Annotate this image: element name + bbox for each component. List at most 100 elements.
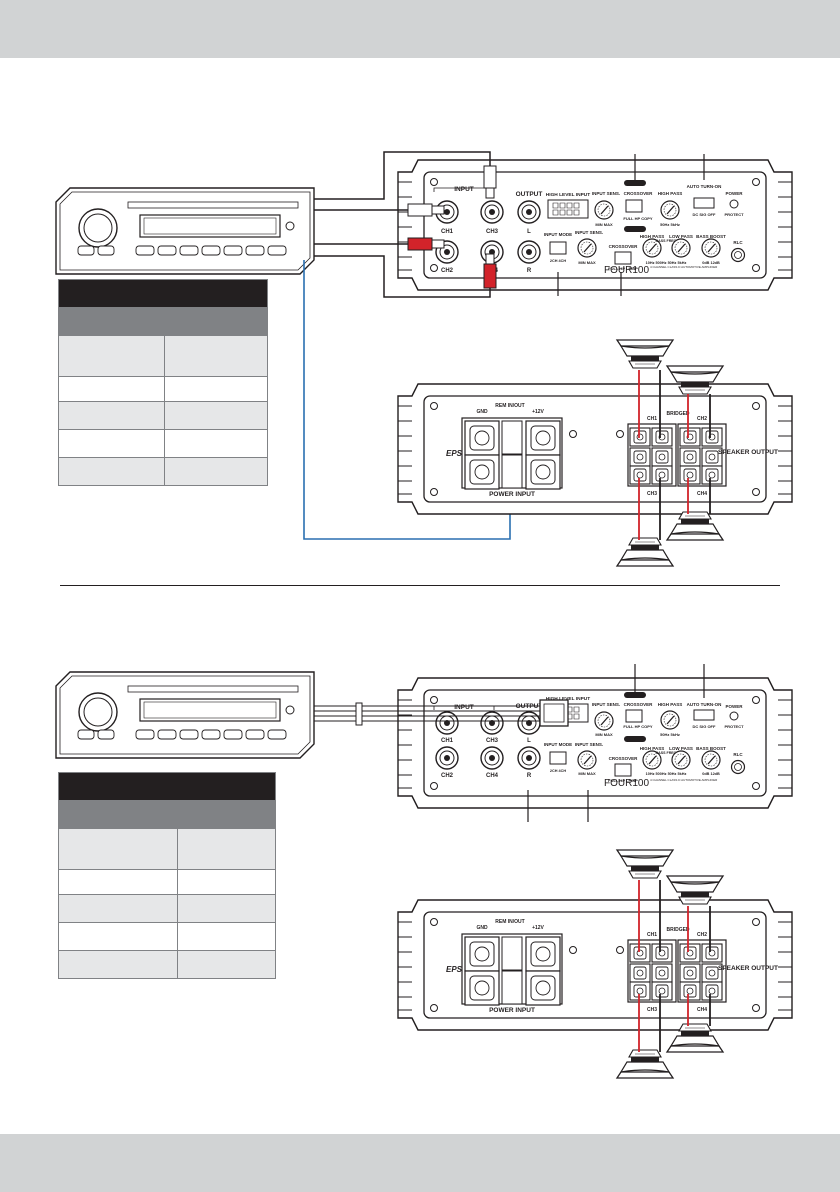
v12-terminal[interactable] [525, 420, 561, 456]
v12-terminal-2[interactable] [525, 454, 561, 490]
table-subheader-cell [164, 307, 268, 336]
ch2-label: CH2 [441, 773, 454, 779]
input-sens-label: INPUT SENS. [575, 230, 603, 235]
crossover-switch[interactable] [625, 199, 643, 213]
v12-terminal[interactable] [525, 936, 561, 972]
section-1: INPUT CH1 CH3 CH2 CH4 OUTPUT L R HIGH LE… [55, 151, 793, 567]
high-level-harness [314, 699, 569, 727]
min-max-label: MIN MAX [578, 771, 596, 776]
table-cell [58, 401, 165, 430]
rca-output-l[interactable] [517, 711, 541, 735]
rlc-label: RLC [733, 240, 743, 245]
crossover-switch[interactable] [625, 709, 643, 723]
table-cell [164, 401, 268, 430]
bridged-label: BRIDGED [666, 411, 689, 417]
input-mode-label: INPUT MODE [544, 232, 572, 237]
rca-output-r[interactable] [517, 240, 541, 264]
gnd-terminal-2[interactable] [464, 454, 500, 490]
input-sens-knob-lower[interactable] [577, 238, 597, 258]
input-sens-knob-upper[interactable] [594, 711, 614, 731]
rca-jack-ch3[interactable] [480, 711, 504, 735]
speaker-terminal-block[interactable] [627, 423, 727, 487]
auto-turn-on-label: AUTO TURN-ON [687, 184, 722, 189]
ch1-label: CH1 [441, 229, 454, 235]
input-mode-opts-label: 2CH 4CH [550, 769, 567, 773]
table-subheader-cell [58, 800, 178, 829]
rem-terminal[interactable] [501, 936, 523, 971]
rca-jack-ch1[interactable] [435, 711, 459, 735]
rca-plug [407, 203, 433, 217]
crossover-switch-2[interactable] [614, 251, 632, 265]
auto-modes-label: DC SIG OFF [693, 724, 716, 729]
gnd-terminal[interactable] [464, 420, 500, 456]
speakers-1 [616, 339, 724, 567]
rlc-port[interactable] [730, 247, 746, 263]
bridged-label: BRIDGED [666, 927, 689, 933]
speaker-terminal-block[interactable] [627, 939, 727, 1003]
head-unit [55, 671, 315, 759]
v12-terminal-2[interactable] [525, 970, 561, 1006]
high-pass-label: HIGH PASS [658, 702, 682, 707]
input-mode-switch[interactable] [549, 751, 567, 765]
speaker-icon [616, 849, 674, 879]
auto-turn-on-switch[interactable] [693, 709, 715, 721]
low-pass-knob[interactable] [671, 238, 691, 258]
input-sens-knob-lower[interactable] [577, 750, 597, 770]
rca-jack-ch4[interactable] [480, 746, 504, 770]
speaker-ch3-label: CH3 [647, 1007, 657, 1013]
table-cell [164, 376, 268, 402]
rlc-port[interactable] [730, 759, 746, 775]
rca-plug [483, 165, 497, 189]
badge [624, 692, 646, 698]
low-pass-knob[interactable] [671, 750, 691, 770]
table-cell [58, 922, 178, 951]
hp-range-label: 50Hz 5kHz [660, 222, 680, 227]
high-pass-knob[interactable] [660, 710, 680, 730]
protect-label: PROTECT [724, 212, 744, 217]
table-cell [177, 894, 276, 923]
bass-boost-knob[interactable] [701, 750, 721, 770]
crossover-label: CROSSOVER [609, 244, 639, 249]
crossover-label: CROSSOVER [624, 191, 654, 196]
speaker-output-label: SPEAKER OUTPUT [718, 965, 778, 972]
input-mode-switch[interactable] [549, 241, 567, 255]
bass-boost-knob[interactable] [701, 238, 721, 258]
high-pass-knob[interactable] [660, 200, 680, 220]
amplifier-bottom-panel: GND REM IN/OUT +12V POWER INPUT EPS BRID… [397, 383, 793, 515]
brand-logo: EPS [446, 449, 463, 458]
gnd-terminal[interactable] [464, 936, 500, 972]
rca-output-l[interactable] [517, 200, 541, 224]
v12-label: +12V [532, 409, 544, 415]
gnd-label: GND [476, 409, 488, 415]
power-input-label: POWER INPUT [489, 1007, 535, 1014]
speaker-icon [616, 537, 674, 567]
high-pass-label: HIGH PASS [640, 234, 664, 239]
auto-modes-label: DC SIG OFF [693, 212, 716, 217]
bass-boost-label: BASS BOOST [696, 746, 726, 751]
high-level-input-connector[interactable] [547, 199, 589, 219]
rem-terminal[interactable] [501, 420, 523, 455]
min-max-label: MIN MAX [595, 222, 613, 227]
speaker-ch3-label: CH3 [647, 491, 657, 497]
table-header [58, 772, 276, 801]
rca-jack-ch3[interactable] [480, 200, 504, 224]
rca-jack-ch2[interactable] [435, 746, 459, 770]
speaker-icon [616, 1049, 674, 1079]
input-sens-label: INPUT SENS. [592, 191, 620, 196]
gnd-terminal-2[interactable] [464, 970, 500, 1006]
input-sens-knob-upper[interactable] [594, 200, 614, 220]
ch4-label: CH4 [486, 773, 499, 779]
rlc-label: RLC [733, 752, 743, 757]
input-mode-opts-label: 2CH 4CH [550, 259, 567, 263]
speaker-ch2-label: CH2 [697, 932, 707, 938]
crossover-label: CROSSOVER [609, 756, 639, 761]
rca-output-r[interactable] [517, 746, 541, 770]
crossover-switch-2[interactable] [614, 763, 632, 777]
power-led [729, 199, 739, 209]
settings-table-2 [58, 772, 276, 979]
table-cell [164, 335, 268, 377]
boost-range-label: 0dB 12dB [702, 261, 720, 265]
badge [624, 180, 646, 186]
boost-range-label: 0dB 12dB [702, 772, 720, 776]
auto-turn-on-switch[interactable] [693, 197, 715, 209]
